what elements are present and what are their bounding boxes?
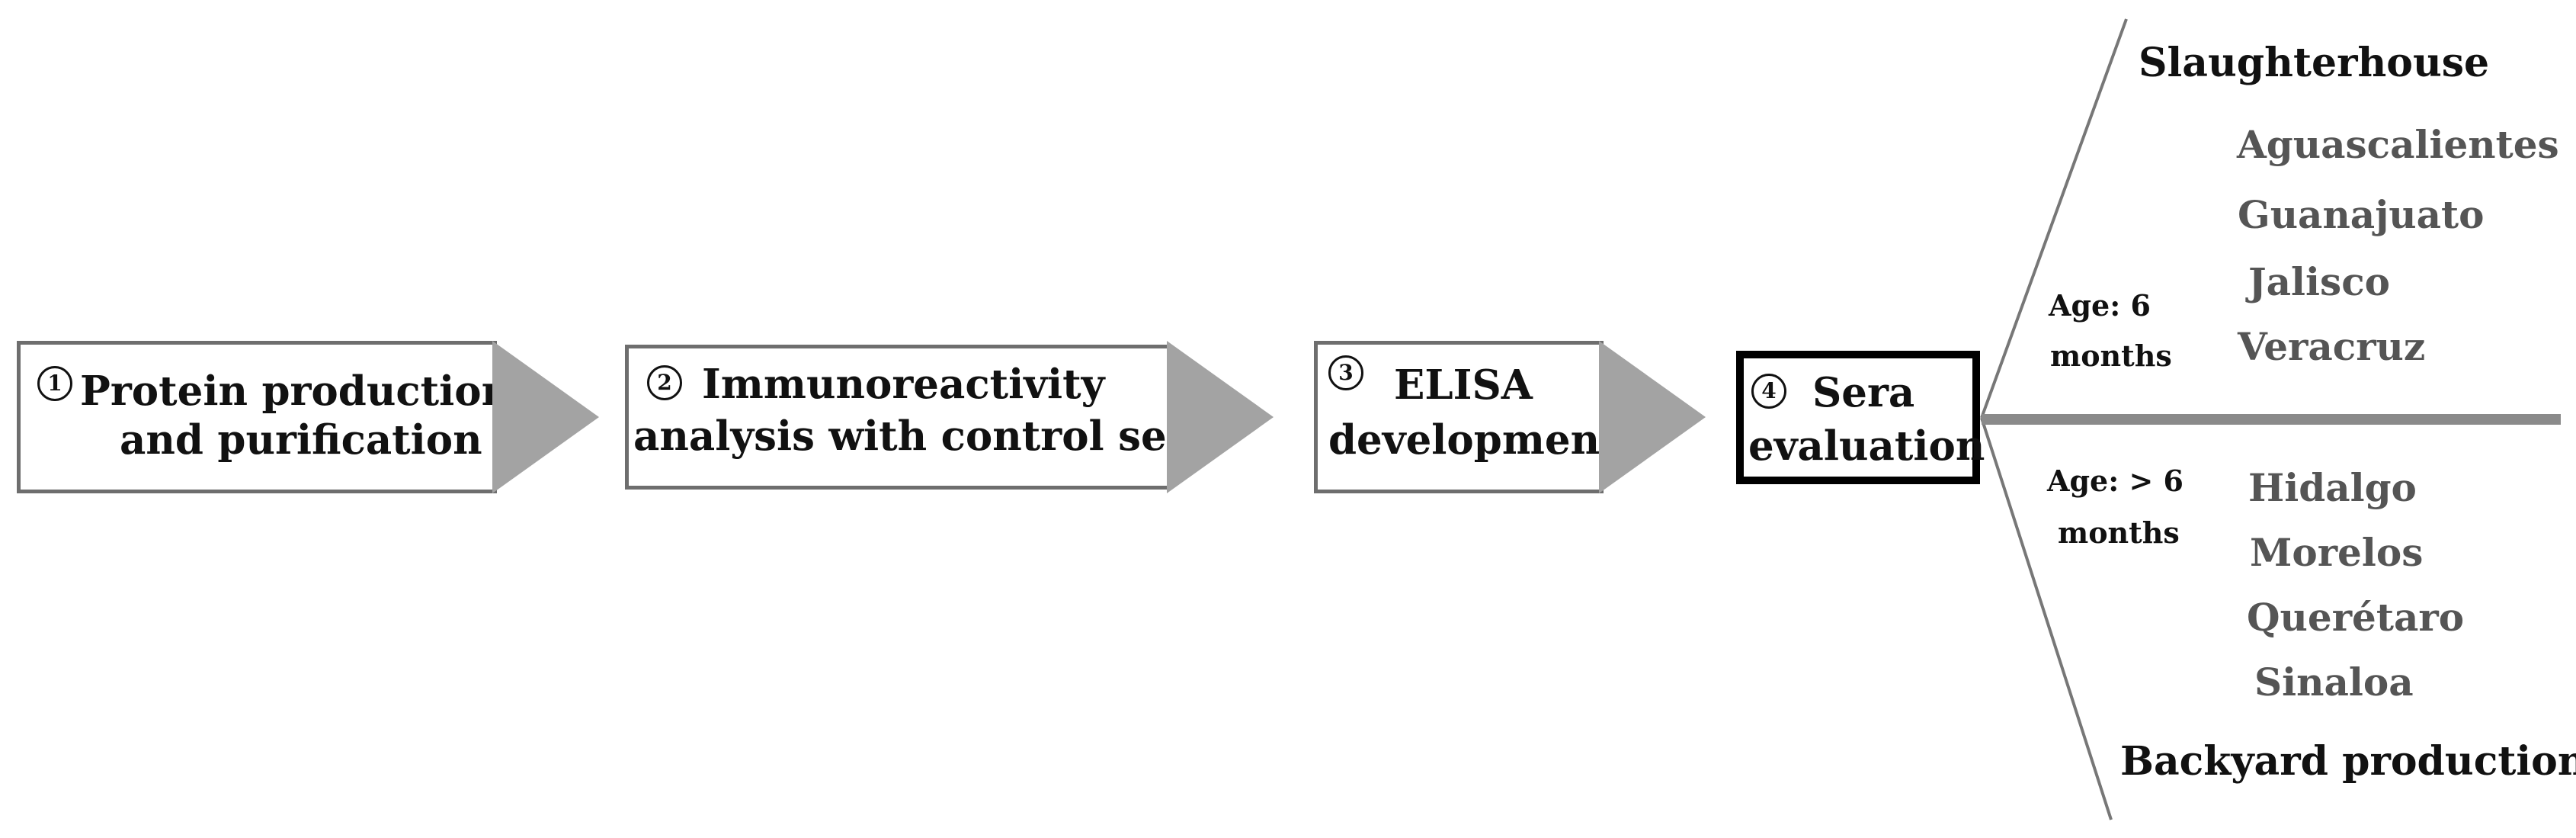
step-4-box: 4 Sera evaluation (1736, 351, 1985, 484)
step-3-arrow (1599, 341, 1706, 493)
region-aguascalientes: Aguascalientes (2237, 122, 2559, 167)
step-1-arrow (492, 341, 599, 493)
step-2-number: 2 (647, 365, 682, 400)
divider-bar (1982, 414, 2561, 425)
region-guanajuato: Guanajuato (2238, 192, 2485, 237)
step-4-line2: evaluation (1748, 422, 1985, 470)
step-1-box: 1 Protein production and purification (17, 341, 511, 493)
branch-line-top (1980, 18, 2128, 419)
step-2-arrow (1167, 341, 1274, 493)
region-sinaloa: Sinaloa (2254, 660, 2414, 705)
step-2-box: 2 Immunoreactivity analysis with control… (625, 345, 1214, 490)
region-jalisco: Jalisco (2248, 259, 2390, 304)
step-4-line1: Sera (1812, 369, 1915, 416)
step-3-box: 3 ELISA development (1314, 341, 1619, 493)
region-queretaro: Querétaro (2247, 595, 2465, 640)
slaughterhouse-title: Slaughterhouse (2139, 40, 2490, 86)
step-2-line1: Immunoreactivity (702, 361, 1105, 408)
region-morelos: Morelos (2250, 530, 2424, 575)
region-hidalgo: Hidalgo (2248, 465, 2417, 510)
bottom-age-line1: Age: > 6 (2047, 464, 2184, 498)
step-3-line2: development (1328, 416, 1619, 464)
branch-line-bottom (1980, 417, 2113, 820)
step-4-number: 4 (1751, 374, 1786, 409)
step-1-line1: Protein production (80, 368, 511, 415)
top-age-line1: Age: 6 (2049, 288, 2151, 323)
step-2-line2: analysis with control sera (633, 413, 1214, 460)
backyard-production-title: Backyard production (2120, 738, 2576, 785)
top-age-line2: months (2050, 339, 2172, 373)
step-3-line1: ELISA (1394, 361, 1533, 409)
step-1-line2: and purification (120, 416, 482, 464)
step-1-number: 1 (37, 366, 72, 401)
bottom-age-line2: months (2058, 515, 2180, 550)
region-veracruz: Veracruz (2238, 324, 2426, 369)
step-3-number: 3 (1328, 355, 1363, 390)
